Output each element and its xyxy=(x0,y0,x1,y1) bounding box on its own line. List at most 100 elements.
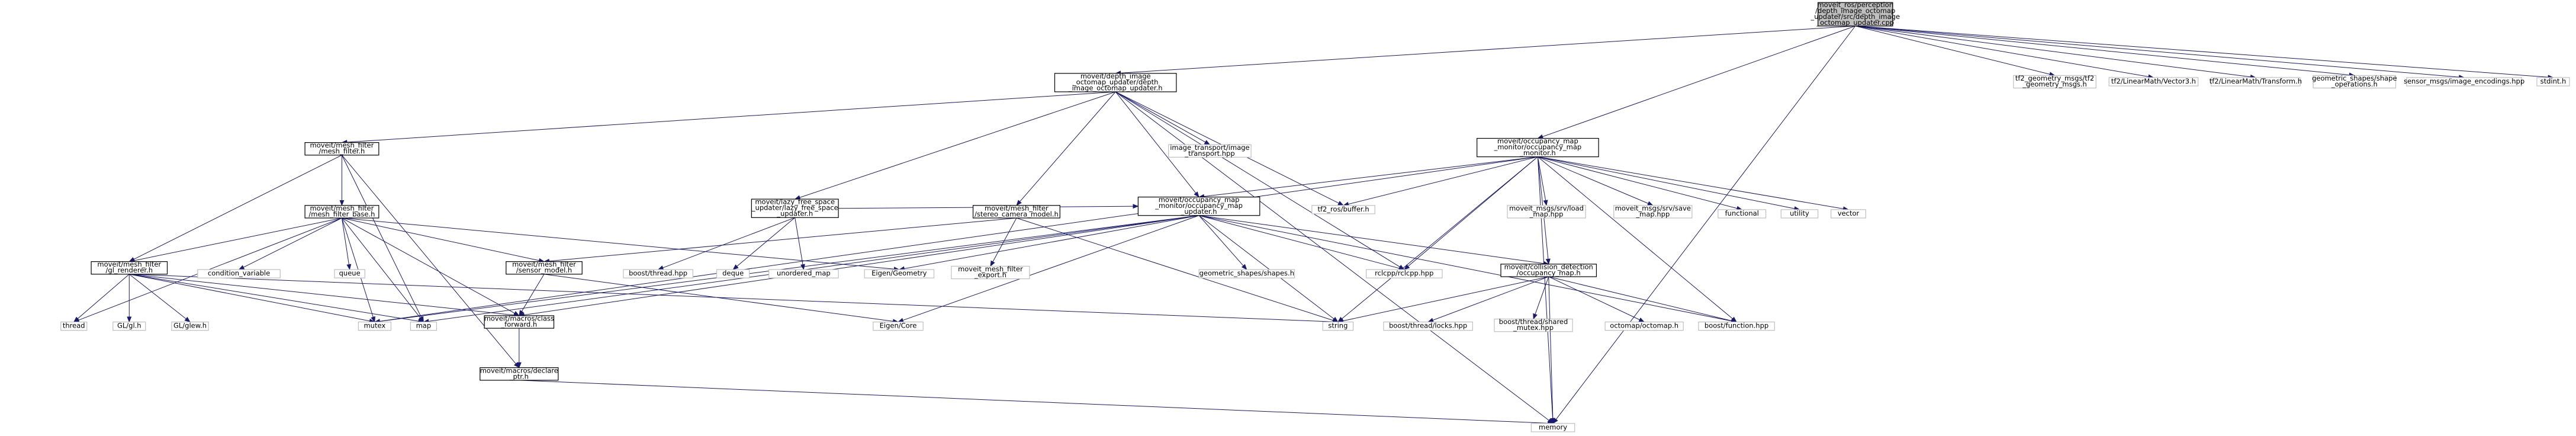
edge-root-to-omm xyxy=(1537,25,1855,139)
edge-omm-to-vector xyxy=(1538,156,1849,211)
node-box xyxy=(1500,264,1597,277)
node-lfs[interactable]: moveit/lazy_free_space_updater/lazy_free… xyxy=(751,198,839,218)
node-box xyxy=(951,265,1030,280)
edge-dimu-to-imgtransport xyxy=(1115,91,1211,145)
edge-stereo-to-sensormodel xyxy=(543,217,1017,264)
edge-stereo-to-string xyxy=(1016,217,1339,323)
node-label-line: boost/thread/locks.hpp xyxy=(1389,322,1467,330)
node-box xyxy=(2013,75,2096,89)
node-box xyxy=(1322,321,1354,331)
node-label-line: _transport.hpp xyxy=(1184,149,1234,158)
node-box xyxy=(112,321,146,331)
node-box xyxy=(1054,73,1177,92)
node-eigencore: Eigen/Core xyxy=(873,321,924,331)
node-label-line: _map.hpp xyxy=(1635,210,1670,218)
node-box xyxy=(2313,75,2397,89)
node-label-line: tf2_geometry_msgs/tf2 xyxy=(2015,74,2094,82)
node-glew: GL/glew.h xyxy=(171,322,209,331)
node-meshfilter[interactable]: moveit/mesh_filter/mesh_filter.h xyxy=(304,141,380,156)
edges-layer xyxy=(73,25,2554,426)
node-box xyxy=(768,269,839,278)
edge-collision-to-boostshared xyxy=(1533,276,1549,320)
node-mutex: mutex xyxy=(358,322,391,331)
node-label-line: _geometry_msgs.h xyxy=(2022,80,2087,88)
node-sensormodel[interactable]: moveit/mesh_filter/sensor_model.h xyxy=(506,260,583,275)
node-tf2buf: tf2_ros/buffer.h xyxy=(1311,205,1375,214)
node-label-line: _monitor.h xyxy=(1519,149,1556,157)
node-label-line: geometric_shapes/shape xyxy=(2312,74,2397,82)
node-box xyxy=(91,261,168,275)
node-label-line: map xyxy=(416,322,432,330)
node-label-line: moveit/occupancy_map xyxy=(1159,195,1240,204)
node-box xyxy=(60,321,88,331)
node-label-line: _operations.h xyxy=(2331,80,2378,88)
node-imgenc: sensor_msgs/image_encodings.hpp xyxy=(2404,77,2524,86)
node-map: map xyxy=(410,322,437,331)
edge-lfs-to-unorderedmap xyxy=(795,217,805,271)
node-label-line: vector xyxy=(1838,209,1860,217)
edge-root-to-dimu xyxy=(1115,25,1855,76)
edge-omu-to-boostfunc xyxy=(1198,215,1738,323)
node-macrosclass[interactable]: moveit/macros/class_forward.h xyxy=(484,315,555,329)
node-label-line: moveit_msgs/srv/save xyxy=(1615,204,1691,212)
edge-omu-to-collision xyxy=(1199,215,1549,266)
node-label-line: moveit/depth_image xyxy=(1080,72,1151,80)
edge-omm-to-functional xyxy=(1538,156,1743,211)
edge-meshfilter-to-macrosdecl xyxy=(342,155,520,368)
node-box xyxy=(1198,269,1295,278)
edge-mfbase-to-eigengeom xyxy=(342,217,900,272)
node-omu[interactable]: moveit/occupancy_map_monitor/occupancy_m… xyxy=(1137,195,1260,216)
node-glrenderer[interactable]: moveit/mesh_filter/gl_renderer.h xyxy=(91,260,168,275)
node-box xyxy=(506,261,583,275)
node-label-line: tf2/LinearMath/Vector3.h xyxy=(2111,77,2196,85)
node-srvsave: moveit_msgs/srv/save_map.hpp xyxy=(1613,204,1693,219)
node-boostshared: boost/thread/shared_mutex.hpp xyxy=(1494,318,1573,332)
edge-omu-to-eigencore xyxy=(898,215,1199,323)
node-box xyxy=(1365,269,1443,278)
node-label-line: tf2/LinearMath/Transform.h xyxy=(2210,77,2302,85)
node-dimu[interactable]: moveit/depth_image_octomap_updater/depth… xyxy=(1054,72,1177,92)
node-label-line: _map.hpp xyxy=(1529,210,1564,218)
edge-omu-to-eigengeom xyxy=(898,215,1199,271)
node-omm[interactable]: moveit/occupancy_map_monitor/occupancy_m… xyxy=(1477,137,1599,158)
node-macrosdecl[interactable]: moveit/macros/declare_ptr.h xyxy=(480,366,559,381)
node-gl: GL/gl.h xyxy=(112,321,146,331)
node-label-line: GL/glew.h xyxy=(173,322,207,330)
node-meshexport: moveit_mesh_filter_export.h xyxy=(951,265,1030,280)
node-box xyxy=(358,321,391,331)
edge-omm-to-omu xyxy=(1198,156,1538,199)
edge-dimu-to-stereo xyxy=(1016,91,1116,206)
node-stereo[interactable]: moveit/mesh_filter/stereo_camera_model.h xyxy=(972,204,1060,219)
edge-omm-to-rclcpp xyxy=(1404,156,1538,270)
node-collision[interactable]: moveit/collision_detection/occupancy_map… xyxy=(1500,262,1597,277)
edge-root-to-tf2tf xyxy=(1855,25,2256,79)
edge-mfbase-to-sensormodel xyxy=(342,217,545,263)
node-box xyxy=(2211,77,2301,86)
node-box xyxy=(1530,423,1575,432)
edge-root-to-stdint xyxy=(1855,25,2554,80)
node-box xyxy=(1494,318,1573,332)
edge-omm-to-boostfunc xyxy=(1538,156,1737,323)
node-mfbase[interactable]: moveit/mesh_filter/mesh_filter_base.h xyxy=(304,204,380,219)
node-label-line: moveit/macros/class xyxy=(484,315,554,323)
node-label-line: moveit/collision_detection xyxy=(1504,262,1593,271)
node-label-line: moveit/mesh_filter xyxy=(512,260,576,268)
node-label-line: _updater/src/depth_image xyxy=(1810,12,1900,21)
node-deque: deque xyxy=(716,269,750,278)
edge-omm-to-mutex xyxy=(374,156,1538,324)
node-box xyxy=(1698,321,1775,331)
node-label-line: boost/function.hpp xyxy=(1705,322,1768,330)
node-boostfunc: boost/function.hpp xyxy=(1698,321,1775,331)
node-label-line: /depth_image_octomap xyxy=(1815,7,1895,15)
node-eigengeom: Eigen/Geometry xyxy=(864,269,935,278)
node-root[interactable]: moveit_ros/perception/depth_image_octoma… xyxy=(1810,1,1900,27)
node-box xyxy=(873,321,924,331)
node-box xyxy=(751,198,839,218)
node-label-line: moveit_msgs/srv/load xyxy=(1509,204,1584,212)
node-label-line: moveit/mesh_filter xyxy=(310,141,374,149)
node-geomshapes: geometric_shapes/shapes.h xyxy=(1198,269,1295,278)
node-label-line: /gl_renderer.h xyxy=(106,266,153,274)
node-octomap: octomap/octomap.h xyxy=(1604,322,1684,331)
node-label-line: queue xyxy=(339,269,361,277)
edge-collision-to-string xyxy=(1337,276,1549,323)
